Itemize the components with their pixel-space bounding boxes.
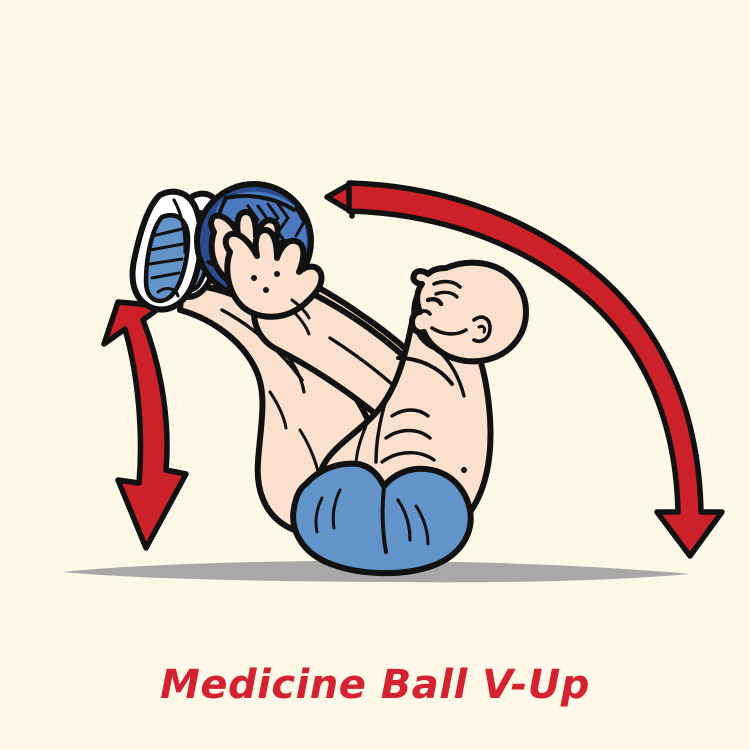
shorts	[290, 460, 474, 577]
near-hand	[222, 227, 325, 320]
torso-arc-arrow	[324, 180, 725, 559]
shoe-front	[129, 188, 204, 313]
head	[409, 259, 529, 365]
exercise-title: Medicine Ball V-Up	[160, 662, 590, 708]
vertical-double-arrow	[101, 299, 189, 551]
